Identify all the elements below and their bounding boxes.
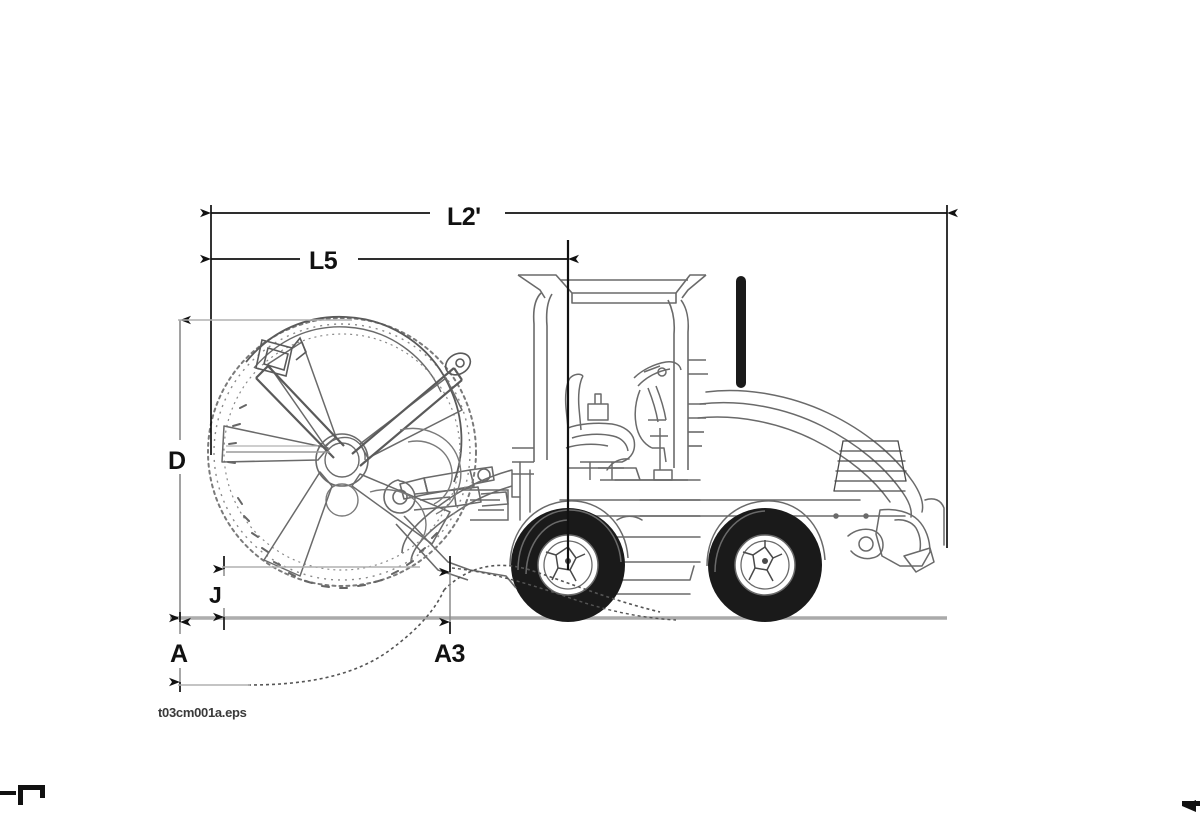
steering-wheel: [633, 361, 682, 481]
exhaust-stack: [736, 276, 746, 388]
dimension-L5: [200, 240, 579, 570]
rear-counterweight: [847, 508, 931, 567]
broom-pivot-boss: [444, 352, 472, 376]
rear-wheel: [706, 500, 826, 622]
rops-cab-frame: [512, 274, 708, 481]
dimension-label-L5: L5: [309, 247, 338, 275]
dimension-A3: [430, 556, 486, 668]
dimension-J: [206, 556, 420, 630]
dimension-label-D: D: [168, 447, 186, 475]
hydraulic-cylinder: [399, 466, 495, 500]
attachment-pivot: [383, 479, 509, 514]
rotary-broom-attachment: [207, 315, 509, 589]
dimension-D: [166, 315, 352, 623]
hood-louvers: [833, 440, 907, 492]
broom-mount-block: [255, 336, 307, 377]
crop-mark-bottom-right: [1182, 800, 1200, 812]
operator-seat: [564, 373, 636, 480]
dimension-label-J: J: [209, 582, 222, 608]
dimension-A: [166, 612, 250, 692]
sweep-arc-a3: [247, 564, 677, 686]
dimension-label-A3: A3: [434, 640, 465, 668]
crop-mark-bottom-left: [0, 785, 45, 805]
source-filename-caption: t03cm001a.eps: [158, 705, 247, 720]
dimension-label-A: A: [170, 640, 188, 668]
dimension-label-L2: L2': [447, 203, 481, 231]
dimension-L2: [200, 199, 958, 548]
